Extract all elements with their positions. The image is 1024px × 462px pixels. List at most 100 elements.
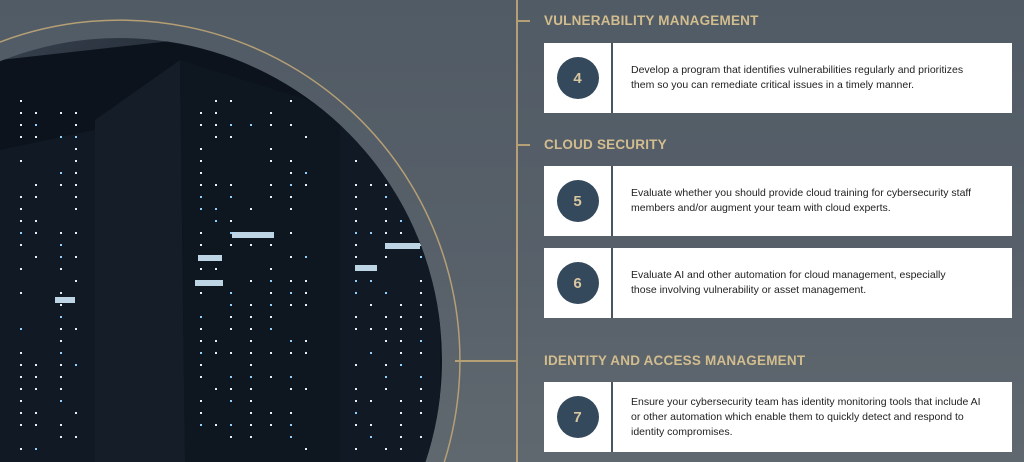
server-led [20, 268, 22, 270]
server-led [400, 232, 402, 234]
server-led [35, 412, 37, 414]
server-led [60, 376, 62, 378]
server-led [420, 160, 422, 162]
server-led [200, 244, 202, 246]
server-led [290, 304, 292, 306]
server-led [385, 232, 387, 234]
server-led [420, 292, 422, 294]
server-led [305, 340, 307, 342]
server-led [290, 124, 292, 126]
item-text: Evaluate whether you should provide clou… [631, 187, 972, 214]
server-led [290, 184, 292, 186]
server-led [215, 124, 217, 126]
server-led [420, 328, 422, 330]
server-led [20, 232, 22, 234]
server-led [270, 268, 272, 270]
server-led [60, 352, 62, 354]
item-text: Evaluate AI and other automation for clo… [631, 269, 946, 296]
server-led [370, 436, 372, 438]
server-led [305, 172, 307, 174]
server-panel-light [198, 255, 222, 261]
server-led [215, 352, 217, 354]
server-led [420, 352, 422, 354]
server-led [385, 364, 387, 366]
server-led [35, 196, 37, 198]
server-led [370, 328, 372, 330]
server-led [250, 280, 252, 282]
server-led [355, 196, 357, 198]
server-led [250, 400, 252, 402]
server-led [290, 160, 292, 162]
server-led [200, 124, 202, 126]
server-led [215, 424, 217, 426]
server-led [20, 352, 22, 354]
server-led [305, 256, 307, 258]
server-led [215, 100, 217, 102]
server-led [60, 268, 62, 270]
server-led [200, 268, 202, 270]
server-led [230, 436, 232, 438]
server-led [355, 292, 357, 294]
server-led [20, 292, 22, 294]
server-led [400, 400, 402, 402]
server-led [230, 376, 232, 378]
server-led [385, 292, 387, 294]
server-led [60, 232, 62, 234]
server-led [270, 112, 272, 114]
server-led [400, 220, 402, 222]
server-led [20, 112, 22, 114]
server-led [290, 208, 292, 210]
server-led [420, 172, 422, 174]
server-led [270, 352, 272, 354]
server-led [200, 184, 202, 186]
server-led [290, 352, 292, 354]
server-led [400, 436, 402, 438]
server-led [200, 424, 202, 426]
server-led [60, 340, 62, 342]
server-led [290, 388, 292, 390]
item-card: 6 Evaluate AI and other automation for c… [544, 248, 1012, 318]
item-text: Ensure your cybersecurity team has ident… [631, 395, 981, 438]
server-led [200, 340, 202, 342]
item-number-badge: 7 [556, 396, 599, 438]
server-led [355, 244, 357, 246]
server-led [385, 448, 387, 450]
server-led [200, 352, 202, 354]
server-led [250, 436, 252, 438]
item-number-badge: 6 [556, 262, 599, 304]
server-led [35, 424, 37, 426]
server-led [385, 340, 387, 342]
server-led [200, 400, 202, 402]
server-led [290, 280, 292, 282]
server-led [400, 172, 402, 174]
server-led [250, 316, 252, 318]
server-led [270, 424, 272, 426]
section-heading-cloud: CLOUD SECURITY [544, 137, 667, 152]
server-led [20, 196, 22, 198]
server-led [420, 376, 422, 378]
server-led [270, 244, 272, 246]
server-led [35, 256, 37, 258]
server-led [420, 220, 422, 222]
server-led [230, 244, 232, 246]
server-led [290, 172, 292, 174]
server-led [75, 112, 77, 114]
server-led [75, 256, 77, 258]
server-led [385, 328, 387, 330]
server-led [370, 184, 372, 186]
server-led [215, 184, 217, 186]
server-led [60, 256, 62, 258]
server-led [420, 256, 422, 258]
server-led [20, 124, 22, 126]
server-led [270, 412, 272, 414]
server-led [385, 208, 387, 210]
server-led [400, 364, 402, 366]
server-led [305, 184, 307, 186]
server-led [420, 196, 422, 198]
server-led [250, 364, 252, 366]
server-led [420, 280, 422, 282]
server-led [305, 136, 307, 138]
server-led [270, 328, 272, 330]
server-led [200, 376, 202, 378]
server-led [290, 100, 292, 102]
